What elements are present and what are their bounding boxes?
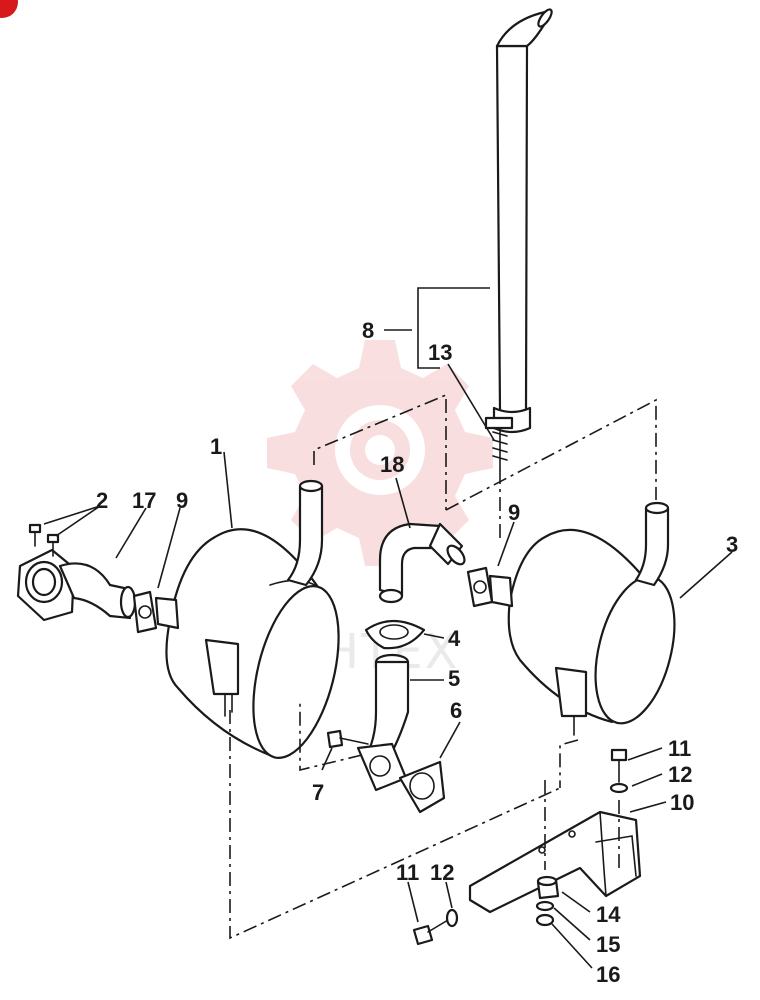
part-9-gasket-right [466,566,494,608]
part-11-bolt-upper [610,748,628,783]
part-9-gasket-left [132,590,158,634]
callout-13: 13 [428,340,452,365]
callout-18: 18 [380,452,404,477]
part-17-inlet-elbow [16,548,137,622]
callout-9-left: 9 [176,488,188,513]
part-10-mounting-bracket [468,810,642,914]
callout-3: 3 [726,532,738,557]
watermark: ИНТЕХ [267,340,493,680]
part-18-elbow-pipe [378,522,466,604]
alignment-lines [229,393,657,940]
callout-14: 14 [596,902,621,927]
callout-11-upper: 11 [668,736,691,761]
leader-lines [43,329,733,969]
callout-12-upper: 12 [668,762,692,787]
part-12-washer-upper [609,782,629,794]
callout-6: 6 [450,698,462,723]
part-15-washer [535,900,555,912]
part-6-flange-gasket [398,760,446,814]
part-7-bolt [326,729,369,749]
part-2-bolts [28,523,60,557]
part-4-clamp [364,620,426,650]
corner-badge [0,0,18,18]
callout-11-lower: 11 [396,860,419,885]
callout-4: 4 [448,626,461,651]
part-8-stack-pipe [492,8,553,434]
part-1-left-muffler [154,479,340,759]
callout-5: 5 [448,666,460,691]
callout-7: 7 [312,780,324,805]
part-16-nut [535,913,555,927]
callout-15: 15 [596,932,620,957]
callout-2: 2 [96,488,108,513]
callout-10: 10 [670,790,694,815]
part-5-down-pipe [356,653,410,792]
callout-16: 16 [596,962,620,987]
callout-8: 8 [362,318,374,343]
callout-1: 1 [210,434,222,459]
part-13-screw [484,416,514,471]
callout-12-lower: 12 [430,860,454,885]
part-11-bolt-lower [412,919,449,946]
callout-17: 17 [132,488,156,513]
part-3-right-muffler [488,501,676,736]
callout-9-right: 9 [508,500,520,525]
part-12-washer-lower [445,908,459,928]
part-8-bracket-line [417,287,490,369]
callouts: 1 2 17 9 8 13 18 9 3 4 5 6 7 11 12 10 11… [96,318,738,987]
part-14-spacer [536,875,560,900]
